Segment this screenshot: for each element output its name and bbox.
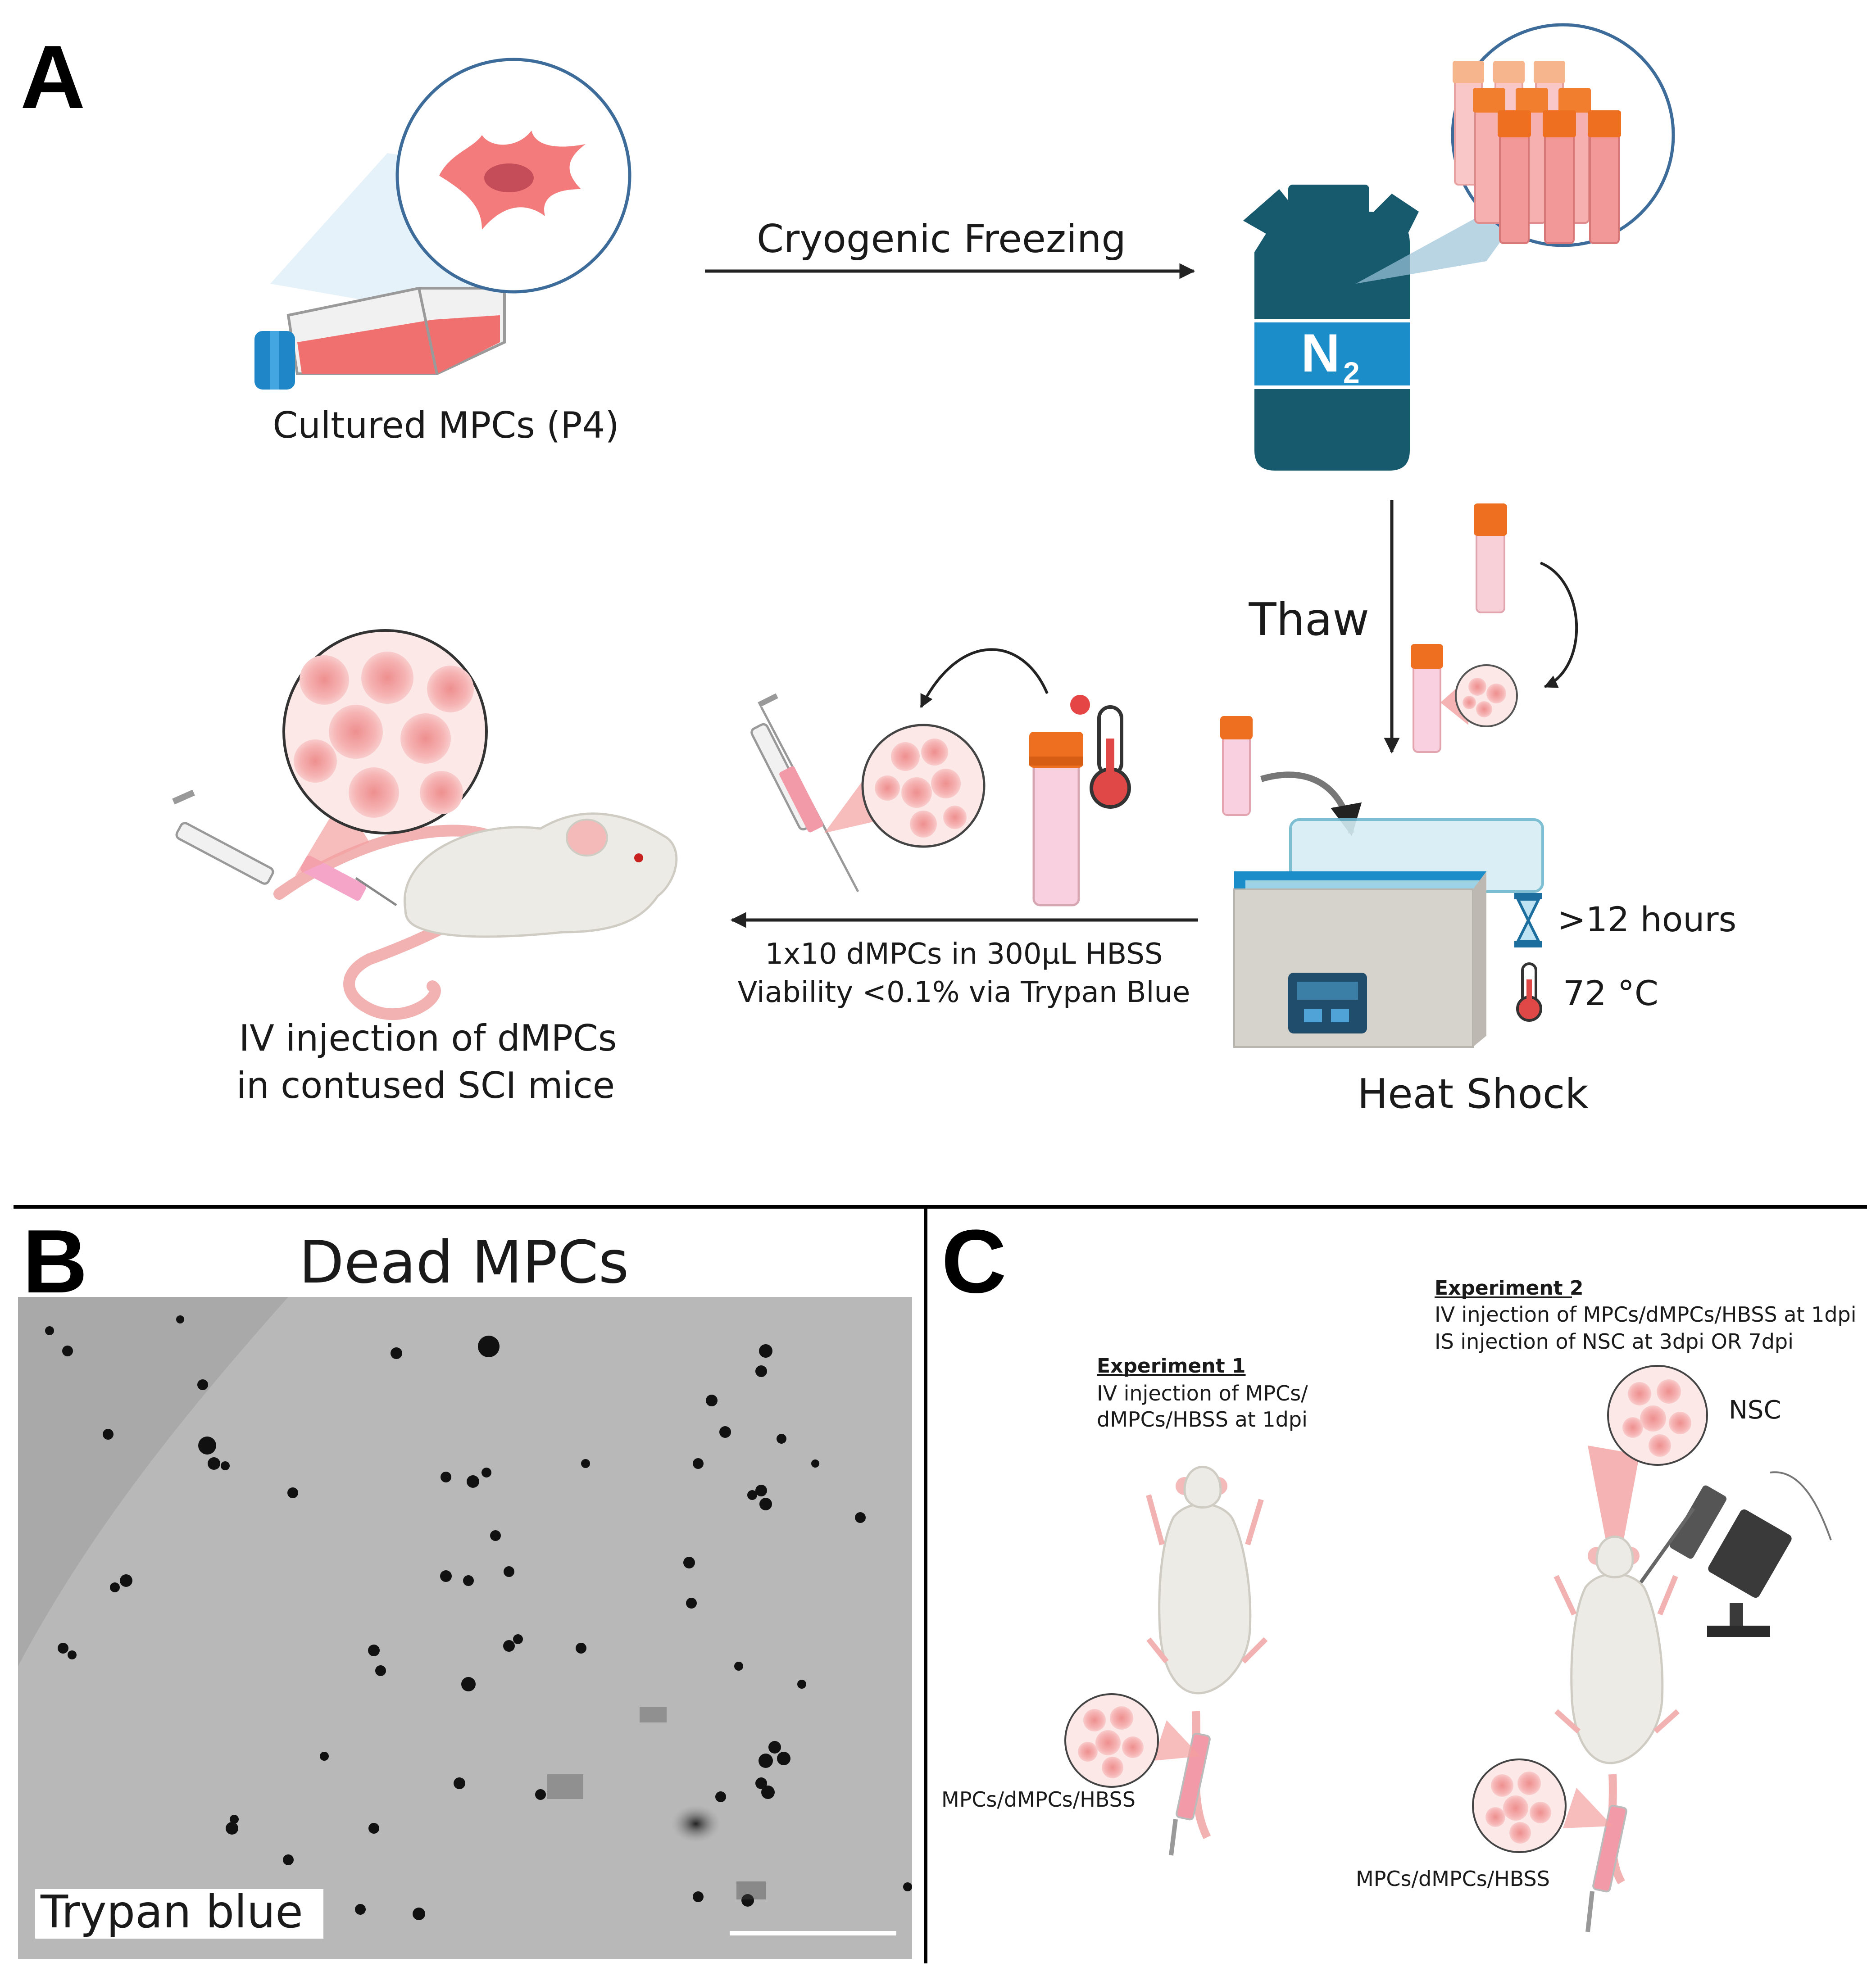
- cultured-mpcs-label: Cultured MPCs (P4): [273, 404, 619, 446]
- n2-subscript: 2: [1343, 356, 1360, 389]
- exp1-cells-zoom-circle: [1064, 1693, 1200, 1788]
- micrograph-image: [18, 1297, 912, 1959]
- mouse-exp2-icon: [1553, 1536, 1680, 1932]
- dead-cell-dots: [45, 1315, 912, 1920]
- experiment-2-syringe-label: MPCs/dMPCs/HBSS: [1356, 1867, 1550, 1891]
- heated-vial-icon: [1029, 732, 1083, 906]
- mouse-cells-zoom-circle: [282, 629, 488, 876]
- experiment-2-title: Experiment 2: [1435, 1277, 1584, 1300]
- thaw-label: Thaw: [1248, 593, 1369, 646]
- viability-label: Viability <0.1% via Trypan Blue: [738, 976, 1190, 1009]
- heat-shock-label: Heat Shock: [1358, 1070, 1589, 1118]
- dose-label: 1x10 dMPCs in 300μL HBSS: [765, 938, 1163, 971]
- experiment-1-line-1: IV injection of MPCs/: [1097, 1381, 1308, 1405]
- duration-label: >12 hours: [1557, 899, 1736, 939]
- stereotaxic-injector-icon: [1624, 1471, 1832, 1637]
- experiment-1-line-2: dMPCs/HBSS at 1dpi: [1097, 1407, 1308, 1432]
- n2-label: N: [1301, 323, 1340, 383]
- experiment-2-line-1: IV injection of MPCs/dMPCs/HBSS at 1dpi: [1435, 1302, 1857, 1327]
- iv-injection-label-2: in contused SCI mice: [236, 1065, 615, 1106]
- nitrogen-dewar-icon: [1243, 185, 1419, 471]
- panel-label-c: C: [941, 1211, 1006, 1312]
- vials-zoom-circle: [1356, 23, 1675, 284]
- iv-injection-label-1: IV injection of dMPCs: [239, 1017, 617, 1059]
- experiment-1-title: Experiment 1: [1097, 1355, 1246, 1378]
- exp2-cells-zoom-circle: [1472, 1758, 1613, 1853]
- experiment-2-line-2: IS injection of NSC at 3dpi OR 7dpi: [1435, 1329, 1794, 1354]
- thermometer-icon: [1070, 695, 1131, 809]
- hourglass-icon: [1514, 893, 1542, 947]
- thermometer-small-icon: [1516, 962, 1542, 1022]
- experiment-1-syringe-label: MPCs/dMPCs/HBSS: [941, 1787, 1136, 1812]
- scale-bar: [730, 1931, 896, 1935]
- mouse-injection-icon: [172, 789, 678, 1020]
- dead-cells-zoom-circle: [824, 724, 986, 848]
- cryogenic-freezing-label: Cryogenic Freezing: [757, 217, 1126, 262]
- exp2-nsc-zoom-circle: [1588, 1365, 1708, 1587]
- syringe-icon: [750, 693, 859, 893]
- panel-label-b: B: [23, 1211, 87, 1312]
- trypan-blue-label: Trypan blue: [40, 1885, 303, 1938]
- load-syringe-arrow: [920, 648, 1049, 708]
- thaw-vial-icon: [1411, 503, 1578, 753]
- nsc-label: NSC: [1729, 1396, 1781, 1425]
- panel-label-a: A: [20, 27, 85, 127]
- water-bath-icon: [1220, 716, 1544, 1048]
- cell-zoom-circle: [395, 58, 631, 294]
- dead-mpcs-title: Dead MPCs: [299, 1228, 629, 1296]
- temperature-label: 72 °C: [1563, 973, 1658, 1013]
- mouse-exp1-icon: [1146, 1466, 1268, 1856]
